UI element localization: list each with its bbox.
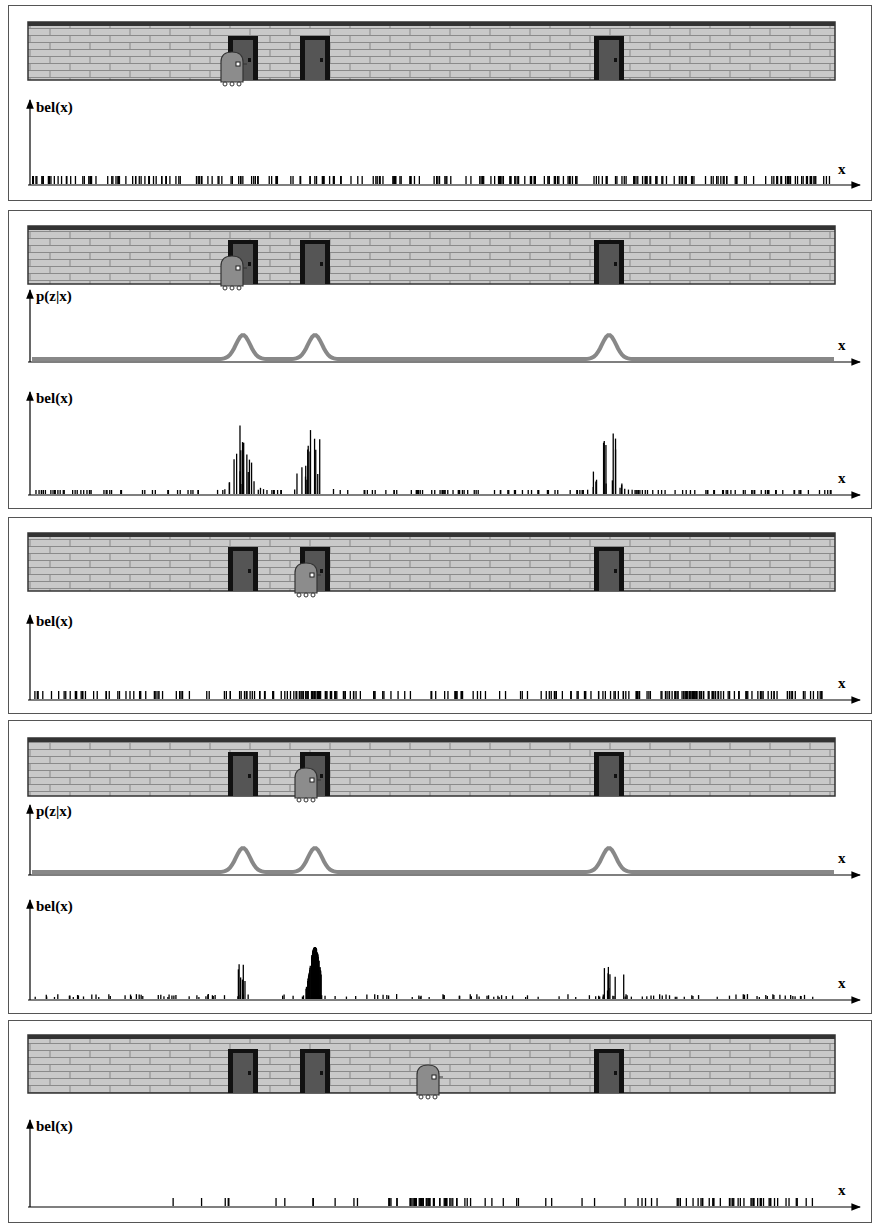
axis-label: x xyxy=(838,471,846,486)
likelihood-curve xyxy=(32,335,834,359)
particles xyxy=(36,425,831,494)
robot xyxy=(295,768,321,802)
panel xyxy=(9,211,872,509)
panel xyxy=(9,721,872,1014)
particles xyxy=(33,176,830,184)
robot xyxy=(295,563,321,597)
axis-label: bel(x) xyxy=(36,614,73,629)
axis-label: bel(x) xyxy=(36,391,73,406)
robot xyxy=(221,256,247,290)
particles xyxy=(35,947,813,999)
particles xyxy=(173,1198,812,1206)
axis-label: x xyxy=(838,338,846,353)
panel xyxy=(9,518,872,714)
axis-label: bel(x) xyxy=(36,100,73,115)
particles xyxy=(35,691,822,699)
axis-label: p(z|x) xyxy=(36,804,72,819)
likelihood-curve xyxy=(32,848,834,872)
axis-label: x xyxy=(838,162,846,177)
axis-label: bel(x) xyxy=(36,899,73,914)
axis-label: bel(x) xyxy=(36,1119,73,1134)
panel xyxy=(9,6,872,201)
robot xyxy=(417,1065,443,1099)
axis-label: x xyxy=(838,851,846,866)
axis-label: x xyxy=(838,1183,846,1198)
axis-label: x xyxy=(838,976,846,991)
panel xyxy=(9,1021,872,1223)
axis-label: x xyxy=(838,676,846,691)
robot xyxy=(221,52,247,86)
axis-label: p(z|x) xyxy=(36,289,72,304)
